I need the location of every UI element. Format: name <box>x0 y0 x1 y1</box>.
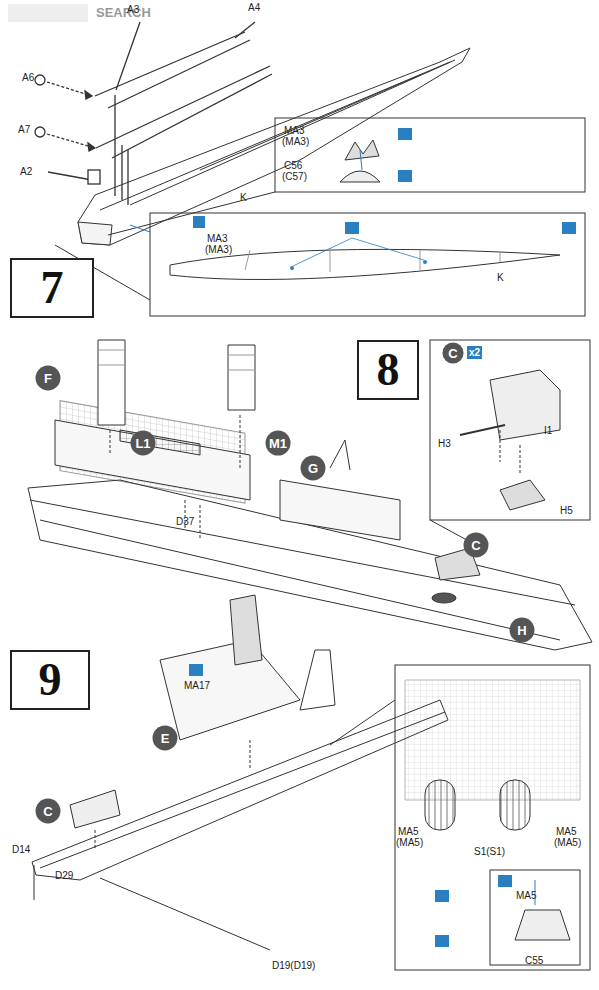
step-number: 8 <box>377 347 400 393</box>
part-number: D14 <box>12 844 30 855</box>
part-number: I1 <box>544 425 552 436</box>
part-number: A7 <box>18 124 30 135</box>
step8-hull <box>28 340 592 650</box>
part-letter: H <box>517 624 526 637</box>
part-number: x2 <box>467 346 482 359</box>
watermark: SEARCH <box>96 6 151 20</box>
part-number: MA3 <box>207 233 228 244</box>
part-letter: M1 <box>269 437 287 450</box>
part-number: S1(S1) <box>474 846 505 857</box>
part-letter-circle: L1 <box>130 430 156 456</box>
part-letter-circle: G <box>300 455 326 481</box>
part-number: D19(D19) <box>272 960 315 971</box>
part-number: (MA3) <box>282 136 309 147</box>
masts <box>35 22 272 205</box>
part-number: (MA3) <box>205 244 232 255</box>
part-number: (C57) <box>282 171 307 182</box>
part-number: K <box>497 272 504 283</box>
part-letter: L1 <box>135 437 150 450</box>
part-number: MA5 <box>516 890 537 901</box>
part-letter-circle: M1 <box>265 430 291 456</box>
watermark-block <box>8 4 88 22</box>
part-number: H5 <box>560 505 573 516</box>
part-letter: E <box>161 732 170 745</box>
part-number: A3 <box>127 4 139 15</box>
step-number-box: 7 <box>10 258 94 318</box>
part-letter-circle: H <box>509 617 535 643</box>
part-letter-circle: F <box>35 365 61 391</box>
part-number: D37 <box>176 516 194 527</box>
part-number: C55 <box>525 955 543 966</box>
part-number: A6 <box>22 72 34 83</box>
inset-hull-top <box>55 213 585 316</box>
part-letter-circle: E <box>152 725 178 751</box>
part-number: MA3 <box>284 125 305 136</box>
step-number-box: 8 <box>357 340 419 400</box>
part-number: K <box>240 192 247 203</box>
step-number: 9 <box>39 657 62 703</box>
part-number: C56 <box>284 160 302 171</box>
part-letter: C <box>471 539 480 552</box>
part-number: D29 <box>55 870 73 881</box>
part-number: MA5 <box>556 826 577 837</box>
inset-propeller-guard <box>108 118 585 235</box>
part-number: MA17 <box>184 680 210 691</box>
step-number: 7 <box>41 265 64 311</box>
step-number-box: 9 <box>10 650 90 710</box>
part-letter-circle: C <box>442 342 464 364</box>
part-letter: G <box>308 462 318 475</box>
inset-rafts <box>330 665 590 970</box>
part-number: A2 <box>20 166 32 177</box>
part-letter: F <box>44 372 52 385</box>
part-number: (MA5) <box>554 837 581 848</box>
part-letter-circle: C <box>35 798 61 824</box>
part-letter: C <box>448 347 457 360</box>
part-number: (MA5) <box>396 837 423 848</box>
part-letter-circle: C <box>463 532 489 558</box>
part-letter: C <box>43 805 52 818</box>
part-number: H3 <box>438 438 451 449</box>
part-number: MA5 <box>398 826 419 837</box>
inset-turret <box>430 340 590 545</box>
part-number: A4 <box>248 2 260 13</box>
step9-hull <box>32 595 448 950</box>
